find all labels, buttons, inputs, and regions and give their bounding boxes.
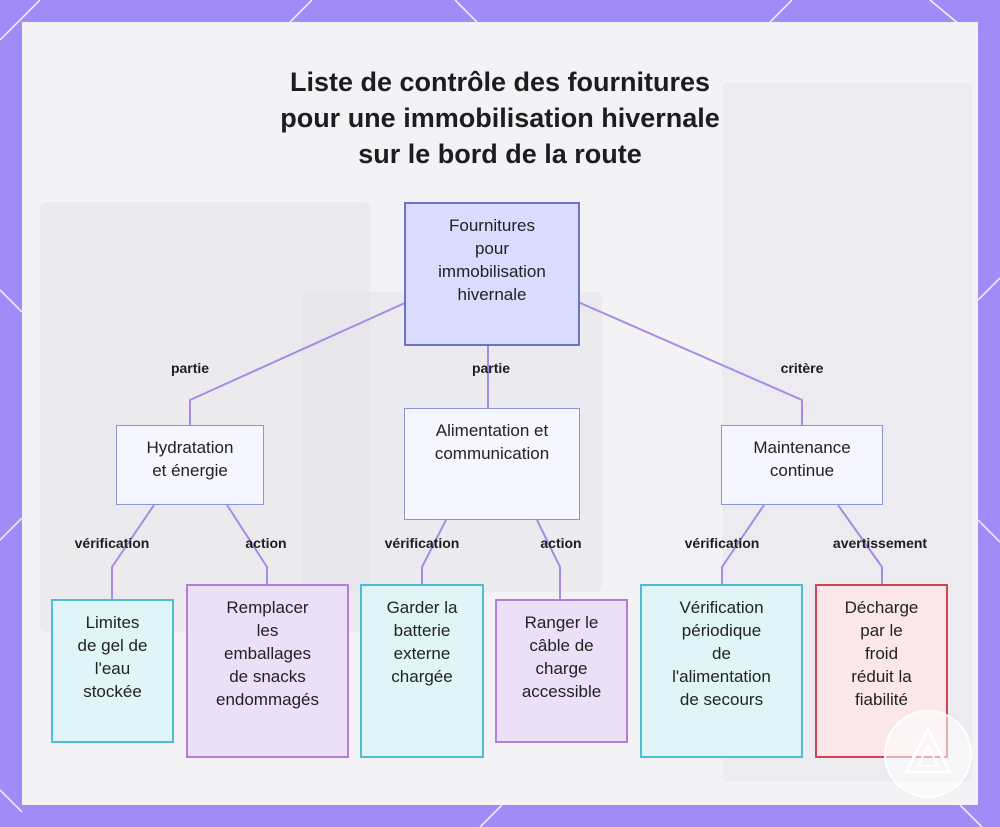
- edge-label: vérification: [684, 535, 760, 551]
- edge-power-battery: [421, 519, 447, 584]
- node-text: Alimentation et: [435, 421, 549, 440]
- node-text: emballages: [224, 644, 311, 663]
- edge-root-hydration: [189, 301, 408, 425]
- diagram-card: Liste de contrôle des fournitures pour u…: [22, 22, 978, 805]
- node-text: l'eau: [94, 659, 131, 678]
- node-text: stockée: [83, 682, 142, 701]
- node-text: hivernale: [457, 285, 527, 304]
- edge-label: vérification: [384, 535, 460, 551]
- edge-layer: [111, 301, 883, 599]
- diagram-title: Liste de contrôle des fournitures pour u…: [22, 64, 978, 172]
- node-text: et énergie: [152, 461, 228, 480]
- node-text: Maintenance: [753, 438, 851, 457]
- edge-label: action: [245, 535, 287, 551]
- node-text: réduit la: [851, 667, 912, 686]
- node-text: les: [256, 621, 279, 640]
- edge-label: partie: [170, 360, 210, 376]
- edge-hydration-snacks: [226, 504, 268, 584]
- edge-label: avertissement: [832, 535, 928, 551]
- node-backup-check: Vérification périodique de l'alimentatio…: [640, 584, 803, 758]
- node-text: continue: [769, 461, 835, 480]
- node-text: batterie: [393, 621, 451, 640]
- node-text: par le: [860, 621, 903, 640]
- node-text: de gel de: [77, 636, 148, 655]
- title-line: sur le bord de la route: [358, 139, 642, 169]
- node-text: Ranger le: [524, 613, 599, 632]
- node-text: Garder la: [386, 598, 458, 617]
- node-power: Alimentation et communication: [404, 408, 580, 520]
- edge-hydration-water: [111, 504, 155, 599]
- node-text: Fournitures: [449, 216, 535, 235]
- title-line: Liste de contrôle des fournitures: [289, 67, 711, 97]
- node-text: périodique: [681, 621, 762, 640]
- edge-maintenance-cold: [837, 504, 883, 584]
- node-maintenance: Maintenance continue: [721, 425, 883, 505]
- edge-label: partie: [471, 360, 511, 376]
- node-battery: Garder la batterie externe chargée: [360, 584, 484, 758]
- triangle-badge-icon: [884, 710, 972, 798]
- node-snacks: Remplacer les emballages de snacks endom…: [186, 584, 349, 758]
- node-root: Fournitures pour immobilisation hivernal…: [404, 202, 580, 346]
- node-cable: Ranger le câble de charge accessible: [495, 599, 628, 743]
- node-text: Remplacer: [226, 598, 309, 617]
- edge-root-maintenance: [577, 301, 803, 425]
- node-text: de secours: [679, 690, 764, 709]
- node-text: câble de: [529, 636, 594, 655]
- edge-power-cable: [536, 519, 561, 599]
- edge-label: critère: [780, 360, 824, 376]
- node-text: endommagés: [215, 690, 319, 709]
- edge-maintenance-backup: [721, 504, 765, 584]
- edge-label: action: [540, 535, 582, 551]
- node-cold-discharge: Décharge par le froid réduit la fiabilit…: [815, 584, 948, 758]
- node-text: fiabilité: [855, 690, 908, 709]
- node-text: Décharge: [844, 598, 919, 617]
- node-text: froid: [864, 644, 899, 663]
- node-text: Limites: [85, 613, 140, 632]
- node-text: Hydratation: [146, 438, 234, 457]
- title-line: pour une immobilisation hivernale: [280, 103, 720, 133]
- node-hydration: Hydratation et énergie: [116, 425, 264, 505]
- node-water-limits: Limites de gel de l'eau stockée: [51, 599, 174, 743]
- edge-label: vérification: [74, 535, 150, 551]
- node-text: chargée: [391, 667, 453, 686]
- node-text: accessible: [521, 682, 602, 701]
- node-text: l'alimentation: [672, 667, 771, 686]
- node-text: de: [712, 644, 731, 663]
- node-text: charge: [535, 659, 588, 678]
- node-text: de snacks: [229, 667, 306, 686]
- node-text: pour: [474, 239, 509, 258]
- node-text: immobilisation: [438, 262, 546, 281]
- node-text: Vérification: [679, 598, 764, 617]
- node-text: communication: [434, 444, 550, 463]
- node-text: externe: [393, 644, 451, 663]
